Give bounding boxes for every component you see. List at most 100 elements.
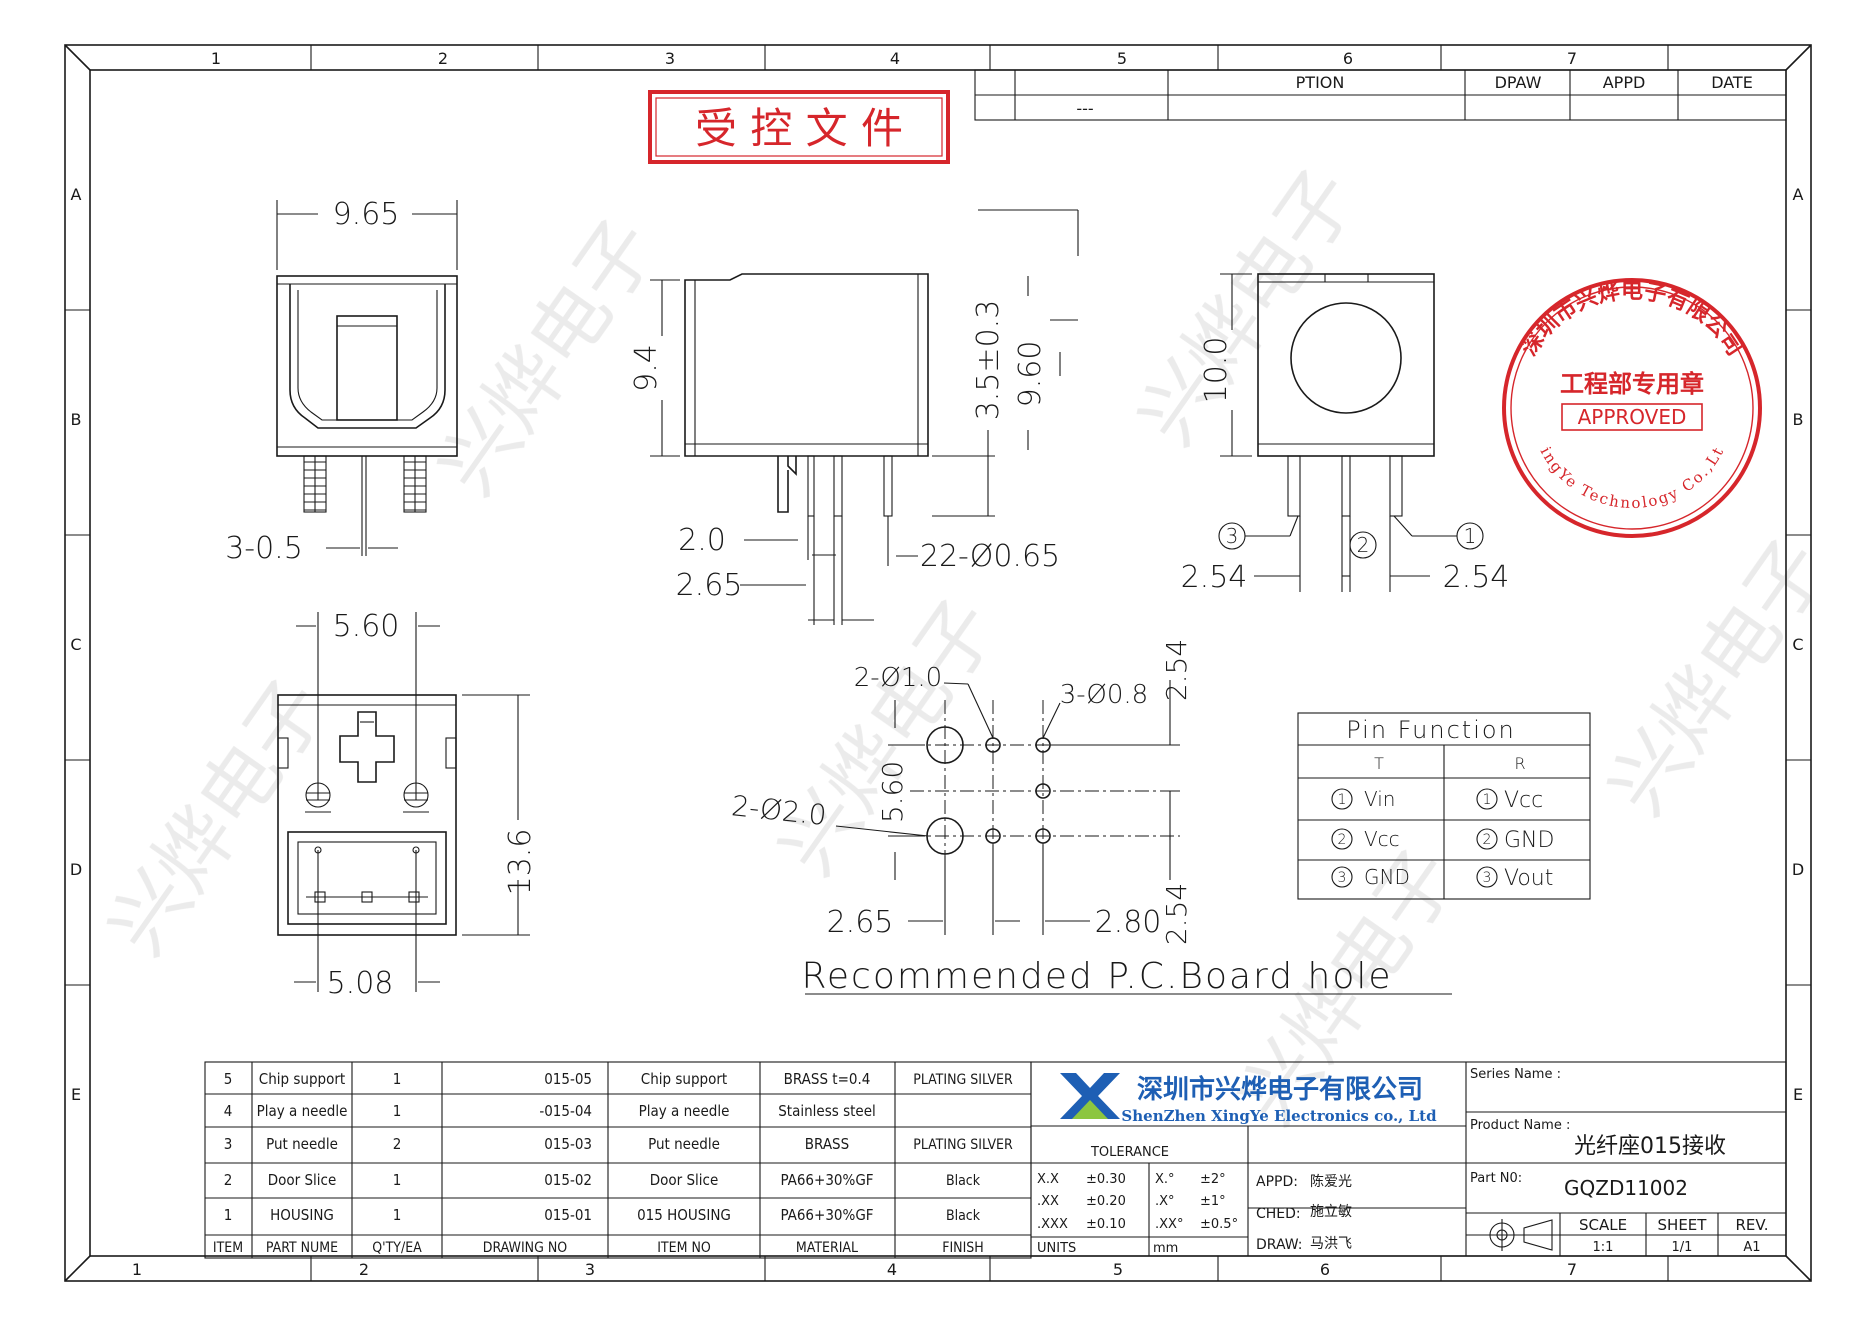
- frame-column-label: 6: [1343, 49, 1353, 68]
- sheet-value: 1/1: [1672, 1240, 1693, 1255]
- frame-column-label: 2: [359, 1260, 369, 1279]
- pin-table-title: Pin Function: [1346, 716, 1516, 744]
- stamp-text: 受 控 文 件: [695, 104, 903, 153]
- frame-column-label: 3: [665, 49, 675, 68]
- units-value: mm: [1153, 1241, 1178, 1256]
- dim-pcb-vertical-3: 2.54: [1160, 883, 1193, 945]
- bom-cell-fin: Black: [946, 1208, 981, 1224]
- bom-cell-qty: 1: [393, 1206, 402, 1224]
- dim-pitch-right: 2.54: [1443, 560, 1510, 595]
- dim-pcb-x2: 2.80: [1095, 905, 1162, 940]
- company-name-en: ShenZhen XingYe Electronics co., Ltd: [1121, 1107, 1437, 1125]
- bom-cell-item: Chip support: [641, 1070, 727, 1088]
- bom-cell-no: 5: [224, 1070, 233, 1088]
- bom-cell-mat: BRASS t=0.4: [784, 1070, 871, 1088]
- bom-cell-no: 1: [224, 1206, 233, 1224]
- pin-number-circle: [1331, 866, 1353, 888]
- bom-cell-mat: BRASS: [805, 1135, 849, 1153]
- seal-approved: APPROVED: [1578, 405, 1687, 429]
- company-logo: [1060, 1073, 1120, 1119]
- series-label: Series Name :: [1470, 1067, 1561, 1082]
- frame-column-label: 5: [1117, 49, 1127, 68]
- pin-t-function: Vin: [1364, 787, 1395, 811]
- pin-callout-1: 1: [1464, 524, 1477, 548]
- bom-table: 5 Chip support 1 015-05 Chip support BRASS t=…: [204, 1061, 1032, 1259]
- sheet-label: SHEET: [1658, 1216, 1708, 1234]
- dim-width-top: 9.65: [333, 197, 400, 232]
- frame-column-label: 3: [585, 1260, 595, 1279]
- frame-column-label: 1: [211, 49, 221, 68]
- tolerance-format: .XX: [1037, 1194, 1059, 1209]
- rev-col-date: DATE: [1711, 73, 1753, 92]
- dim-offset-side: 3.5±0.3: [971, 300, 1006, 421]
- bom-cell-name: Chip support: [259, 1070, 345, 1088]
- bom-header-no: ITEM: [213, 1240, 243, 1256]
- draw-label: DRAW:: [1256, 1237, 1303, 1253]
- tolerance-value: ±0.30: [1086, 1172, 1126, 1187]
- bom-cell-dwg: 015-05: [544, 1070, 592, 1088]
- bom-cell-qty: 1: [393, 1070, 402, 1088]
- pin-table-col-r: R: [1514, 754, 1525, 773]
- watermark: 兴烨电子: [92, 664, 345, 971]
- bom-cell-dwg: 015-02: [544, 1171, 592, 1189]
- bom-cell-name: Play a needle: [257, 1102, 348, 1120]
- pin-number: 2: [1338, 832, 1347, 848]
- frame-row-label: D: [70, 860, 82, 879]
- title-block: 深圳市兴烨电子有限公司 ShenZhen XingYe Electronics …: [1030, 1061, 1787, 1257]
- tolerance-label: TOLERANCE: [1090, 1145, 1169, 1160]
- tolerance-value: ±0.10: [1086, 1217, 1126, 1232]
- frame-column-label: 1: [132, 1260, 142, 1279]
- bom-cell-item: Play a needle: [639, 1102, 730, 1120]
- frame-row-label: C: [1792, 635, 1803, 654]
- product-label: Product Name :: [1470, 1118, 1570, 1133]
- rev-label: REV.: [1736, 1216, 1769, 1234]
- pin-r-function: GND: [1504, 828, 1554, 853]
- seal-ring-en: XingYe Technology Co.,Ltd: [0, 0, 1728, 512]
- pin-number-circle: [1476, 866, 1498, 888]
- dim-pcb-vertical-1: 5.60: [876, 761, 909, 823]
- pin-r-function: Vout: [1504, 866, 1553, 891]
- pin-t-function: GND: [1364, 865, 1410, 889]
- pin-number-circle: [1476, 788, 1498, 810]
- part-label: Part N0:: [1470, 1171, 1522, 1186]
- rev-col-draw: DPAW: [1495, 73, 1542, 92]
- part-number: GQZD11002: [1564, 1176, 1688, 1200]
- controlled-document-stamp: 受 控 文 件: [648, 90, 950, 164]
- revision-block: PTION DPAW APPD DATE ---: [974, 69, 1787, 121]
- frame-row-label: B: [71, 410, 82, 429]
- projection-symbol-icon: [1484, 1219, 1553, 1251]
- dim-pin-top: 3-0.5: [225, 531, 303, 566]
- pin-number: 1: [1338, 792, 1347, 808]
- pin-number: 3: [1483, 870, 1492, 886]
- top-view: 9.65 3-0.5: [225, 197, 458, 566]
- bom-cell-fin: PLATING SILVER: [913, 1137, 1013, 1153]
- pin-number: 1: [1483, 792, 1492, 808]
- pin-number: 2: [1483, 832, 1492, 848]
- frame-row-label: A: [1793, 185, 1804, 204]
- tolerance-angle-format: X.°: [1155, 1172, 1175, 1187]
- dim-height-bottom: 13.6: [503, 829, 538, 896]
- dim-pitch-bottom: 5.08: [327, 966, 394, 1001]
- frame-row-label: E: [1793, 1085, 1803, 1104]
- tolerance-angle-value: ±1°: [1200, 1194, 1226, 1209]
- frame-column-label: 6: [1320, 1260, 1330, 1279]
- appd-name: 陈爱光: [1310, 1173, 1352, 1190]
- dim-d2-side: 2.65: [676, 568, 743, 603]
- bom-header-qty: Q'TY/EA: [372, 1240, 422, 1256]
- dim-pitch-left: 2.54: [1181, 560, 1248, 595]
- bom-cell-item: Put needle: [648, 1135, 720, 1153]
- dim-hole-1: 2-Ø1.0: [854, 663, 942, 693]
- watermark: 兴烨电子: [1592, 524, 1845, 831]
- frame-row-label: C: [70, 635, 81, 654]
- dim-total-side: 9.60: [1013, 341, 1048, 408]
- pcb-caption: Recommended P.C.Board hole: [802, 956, 1393, 997]
- company-name-cn: 深圳市兴烨电子有限公司: [1137, 1074, 1423, 1105]
- tolerance-format: X.X: [1037, 1172, 1059, 1187]
- product-name: 光纤座015接收: [1574, 1134, 1726, 1159]
- scale-label: SCALE: [1579, 1216, 1627, 1234]
- appd-label: APPD:: [1256, 1174, 1298, 1190]
- bom-cell-no: 2: [224, 1171, 233, 1189]
- rev-col-option: PTION: [1296, 73, 1345, 92]
